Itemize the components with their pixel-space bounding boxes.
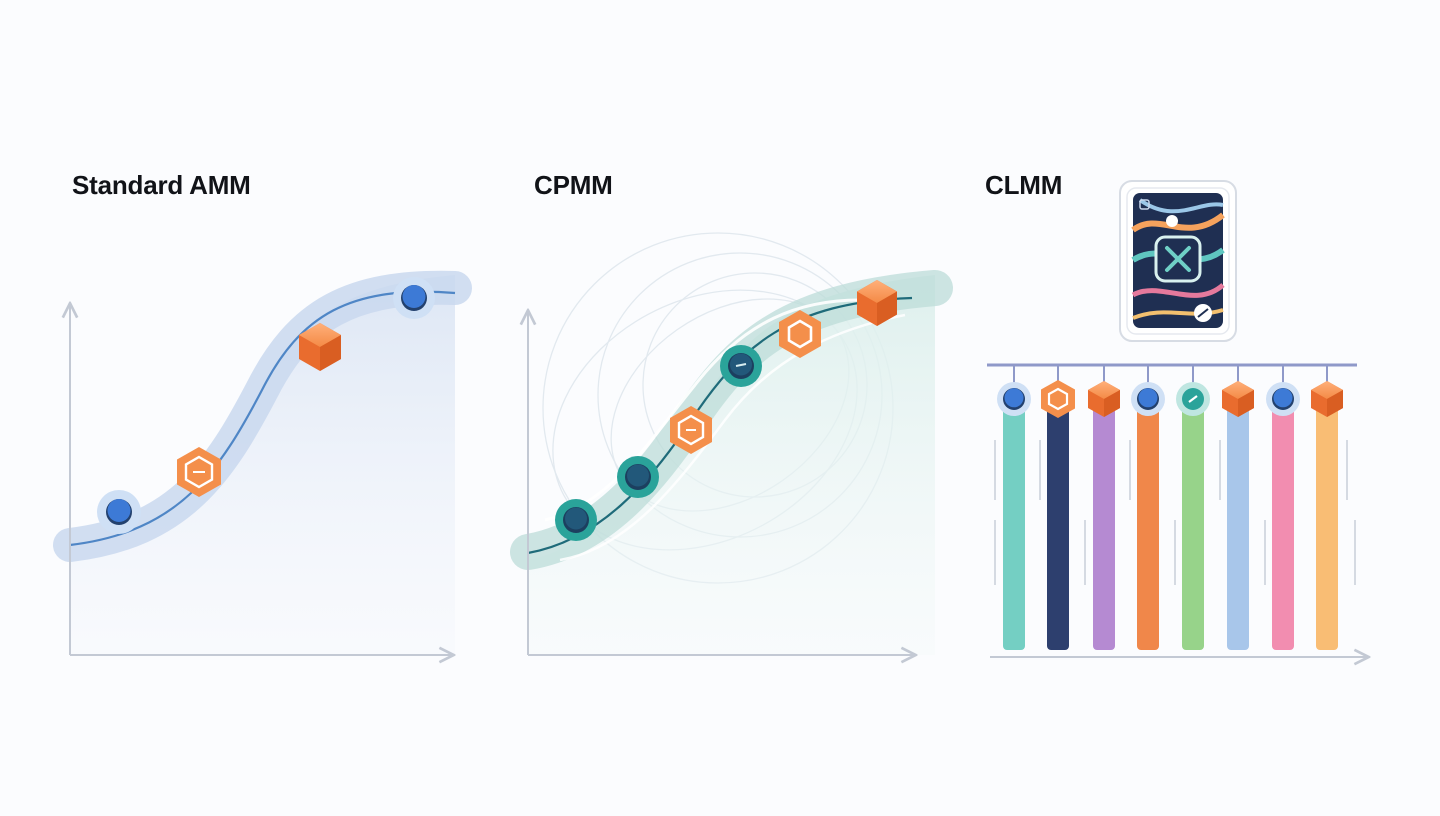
coin-token-icon [617,456,659,498]
cpmm-area-fill [528,275,935,655]
nft-card-icon [1119,180,1237,342]
liquidity-bar [1316,402,1338,650]
liquidity-bar [1047,402,1069,650]
panel-title-cpmm: CPMM [534,170,613,200]
liquidity-bar [1003,402,1025,650]
cube-token-icon [1088,381,1120,417]
liquidity-bar [1137,402,1159,650]
panel-title-standard-amm: Standard AMM [72,170,251,200]
liquidity-bar [1272,402,1294,650]
clmm-rail-connectors [1013,365,1328,384]
coin-token-icon [1131,382,1165,416]
clmm-panel [987,180,1367,657]
coin-token-icon [97,490,141,534]
liquidity-bars [1003,402,1338,650]
coin-token-icon [1176,382,1210,416]
cube-token-icon [1222,381,1254,417]
amm-area-fill [70,275,455,655]
cpmm-panel [510,232,953,655]
standard-amm-panel [53,270,472,655]
liquidity-bar [1182,402,1204,650]
hexagon-token-icon [670,406,712,454]
coin-token-icon [997,382,1031,416]
amm-curve-line [69,290,456,547]
cube-token-icon [857,280,897,326]
hexagon-token-icon [779,310,821,358]
clmm-range-ticks [994,440,1356,585]
coin-token-icon [720,345,762,387]
hexagon-token-icon [177,447,221,497]
liquidity-bar [1227,402,1249,650]
coin-token-icon [393,277,435,319]
coin-token-icon [555,499,597,541]
hexagon-token-icon [1041,380,1075,418]
cpmm-swoosh-lower [559,313,906,562]
cpmm-swoosh-upper [544,298,861,522]
cube-token-icon [299,323,341,371]
panel-title-clmm: CLMM [985,170,1063,200]
liquidity-bar [1093,402,1115,650]
cube-token-icon [1311,381,1343,417]
coin-token-icon [1266,382,1300,416]
